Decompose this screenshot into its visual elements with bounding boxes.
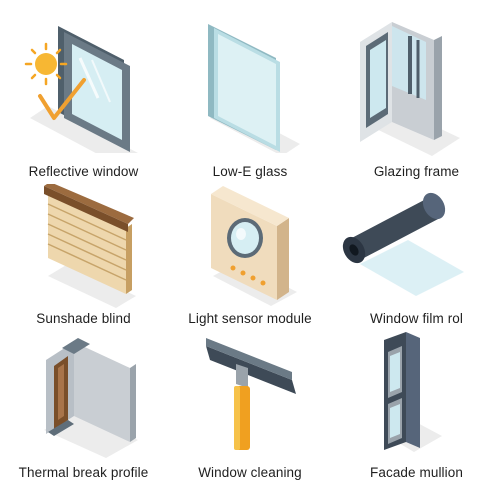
item-facade-mullion <box>370 330 450 465</box>
window-film-roll-icon <box>342 192 464 296</box>
item-label: Sunshade blind <box>36 311 131 326</box>
item-label: Light sensor module <box>188 311 312 326</box>
item-window-film-roll <box>338 188 478 313</box>
item-label: Thermal break profile <box>18 465 149 480</box>
item-low-e-glass <box>190 18 310 158</box>
item-glazing-frame <box>352 16 472 161</box>
item-label: Window cleaning <box>198 465 302 480</box>
item-label: Facade mullion <box>370 465 463 480</box>
low-e-glass-icon <box>208 24 300 156</box>
item-window-cleaning <box>196 334 306 464</box>
sunshade-blind-icon <box>44 182 136 308</box>
item-label: Glazing frame <box>373 164 460 179</box>
item-label: Window film rol <box>369 311 463 326</box>
window-cleaning-icon <box>206 338 296 450</box>
light-sensor-module-icon <box>211 186 297 306</box>
item-thermal-break-profile <box>38 334 148 464</box>
thermal-break-profile-icon <box>44 338 138 458</box>
facade-mullion-icon <box>384 332 442 452</box>
item-reflective-window <box>20 18 150 166</box>
item-label: Low-E glass <box>212 164 288 179</box>
reflective-window-icon <box>24 26 138 166</box>
glazing-frame-icon <box>360 22 460 156</box>
item-sunshade-blind <box>40 182 150 314</box>
item-light-sensor-module <box>205 184 305 314</box>
item-label: Reflective window <box>28 164 139 179</box>
